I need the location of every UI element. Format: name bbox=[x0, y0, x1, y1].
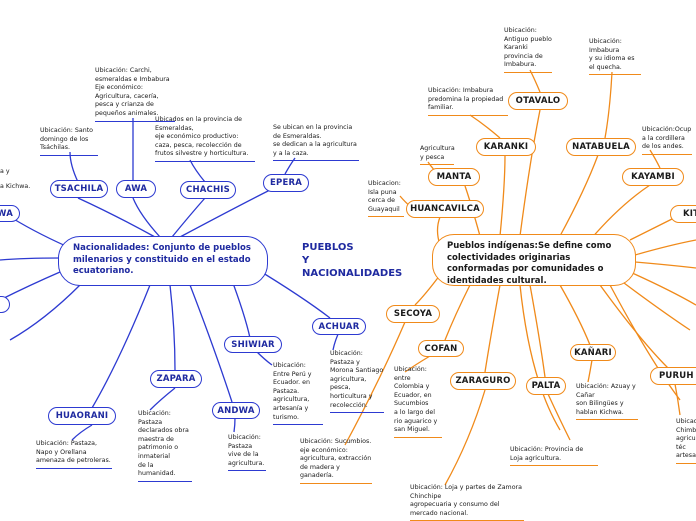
connector-right-4 bbox=[619, 279, 691, 331]
note-secoya: Ubicación: Sucumbios. eje económico: agr… bbox=[300, 438, 372, 484]
connector-karanki bbox=[499, 154, 506, 237]
connector-epera bbox=[179, 189, 271, 238]
note-link-secoya bbox=[344, 321, 406, 446]
note-karanki: Ubicación: Imbabura predomina la propied… bbox=[428, 87, 508, 116]
node-kichwa-partial[interactable]: HWA bbox=[0, 205, 20, 222]
node-awa[interactable]: AWA bbox=[116, 180, 156, 198]
note-puruha: Ubicación: Chimb agricultura y téc artes… bbox=[676, 418, 696, 464]
note-link-zaraguro bbox=[444, 389, 486, 486]
connector-kayambi bbox=[589, 184, 651, 241]
note-link-karanki bbox=[469, 114, 501, 139]
note-kayambi: Ubicación:Ocup a la cordillera de los an… bbox=[642, 126, 692, 155]
note-epera: Se ubican en la provincia de Esmeraldas.… bbox=[273, 124, 359, 162]
central-topic[interactable]: PUEBLOS Y NACIONALIDADES bbox=[302, 242, 403, 279]
note-andwa: Ubicación: Pastaza vive de la agricultur… bbox=[228, 434, 266, 472]
connector-left-2 bbox=[0, 271, 61, 301]
pueblos-topic[interactable]: Pueblos indígenas:Se define como colecti… bbox=[432, 234, 636, 286]
node-tsachila[interactable]: TSACHILA bbox=[50, 180, 108, 198]
connector-bottom-1 bbox=[519, 284, 561, 431]
node-secoya[interactable]: SECOYA bbox=[386, 305, 440, 323]
note-kichwa-partial-2: a Kichwa. bbox=[0, 183, 31, 190]
note-link-natabuela bbox=[604, 71, 613, 139]
note-link-palta bbox=[547, 393, 571, 441]
note-link-cofan bbox=[404, 355, 431, 373]
note-link-puruha bbox=[674, 383, 681, 416]
node-andwa[interactable]: ANDWA bbox=[212, 402, 260, 419]
node-shiwiar[interactable]: SHIWIAR bbox=[224, 336, 282, 353]
note-kanari: Ubicación: Azuay y Cañar son Bilingües y… bbox=[576, 383, 638, 421]
note-kichwa-partial-1: a y bbox=[0, 168, 10, 175]
connector-bottom-2 bbox=[609, 284, 681, 401]
node-huaorani[interactable]: HUAORANI bbox=[48, 407, 116, 425]
note-zaraguro: Ubicación: Loja y partes de Zamora Chinc… bbox=[410, 484, 524, 521]
connector-otavalo bbox=[519, 109, 541, 237]
note-natabuela: Ubicación: Imbabura y su idioma es el qu… bbox=[589, 38, 641, 76]
note-link-otavalo bbox=[529, 69, 541, 93]
connector-awa bbox=[132, 197, 161, 238]
note-link-kanari bbox=[587, 359, 593, 383]
connector-secoya bbox=[414, 274, 441, 306]
connector-palta bbox=[529, 284, 546, 378]
connector-zapara bbox=[169, 284, 176, 371]
node-palta[interactable]: PALTA bbox=[526, 377, 566, 395]
connector-huaorani bbox=[91, 284, 151, 409]
note-link-epera bbox=[284, 157, 296, 175]
connector-right-3 bbox=[629, 271, 696, 306]
note-huaorani: Ubicación: Pastaza, Napo y Orellana amen… bbox=[36, 440, 112, 469]
note-achuar: Ubicación: Pastaza y Morona Santiago agr… bbox=[330, 350, 384, 414]
note-link-huaorani bbox=[71, 424, 93, 441]
note-tsachila: Ubicación: Santo domingo de los Tsáchila… bbox=[40, 127, 98, 156]
connector-chachis bbox=[171, 197, 206, 238]
note-manta: Agricultura y pesca bbox=[420, 145, 455, 166]
node-chachis[interactable]: CHACHIS bbox=[180, 181, 236, 199]
note-link-andwa bbox=[233, 417, 236, 433]
connector-natabuela bbox=[559, 154, 599, 237]
node-huancavilca[interactable]: HUANCAVILCA bbox=[406, 200, 484, 218]
node-otavalo[interactable]: OTAVALO bbox=[508, 92, 568, 110]
connector-tsachila bbox=[77, 197, 156, 238]
node-epera[interactable]: EPERA bbox=[263, 174, 309, 192]
node-natabuela[interactable]: NATABUELA bbox=[566, 138, 636, 156]
connector-left-3 bbox=[9, 284, 81, 341]
nacionalidades-topic[interactable]: Nacionalidades: Conjunto de pueblos mile… bbox=[58, 236, 268, 286]
connector-right-1 bbox=[634, 239, 696, 256]
node-cofan[interactable]: COFAN bbox=[418, 340, 464, 357]
note-link-kayambi bbox=[649, 149, 661, 169]
connector-kanari bbox=[559, 284, 591, 346]
note-link-zapara bbox=[149, 387, 176, 411]
node-manta[interactable]: MANTA bbox=[428, 168, 480, 186]
connector-cofan bbox=[444, 284, 471, 341]
node-karanki[interactable]: KARANKI bbox=[476, 138, 536, 156]
note-palta: Ubicación: Provincia de Loja agricultura… bbox=[510, 446, 598, 467]
node-achuar[interactable]: ACHUAR bbox=[312, 318, 366, 335]
note-zapara: Ubicación: Pastaza declarados obra maest… bbox=[138, 410, 192, 482]
node-zaraguro[interactable]: ZARAGURO bbox=[450, 372, 516, 390]
node-zapara[interactable]: ZAPARA bbox=[150, 370, 202, 388]
note-cofan: Ubicación: entre Colombia y Ecuador, en … bbox=[394, 366, 442, 438]
note-link-chachis bbox=[189, 159, 206, 183]
connector-right-2 bbox=[634, 261, 696, 269]
note-huancavilca: Ubicacion: Isla puna cerca de Guayaquil bbox=[368, 180, 404, 218]
node-kitu-partial[interactable]: KIT bbox=[670, 205, 696, 223]
connector-zaraguro bbox=[484, 284, 501, 373]
note-link-tsachila bbox=[69, 151, 79, 183]
node-kayambi[interactable]: KAYAMBI bbox=[622, 168, 684, 186]
note-chachis: Ubicados en la provincia de Esmeraldas, … bbox=[155, 116, 255, 162]
node-kanari[interactable]: KAÑARI bbox=[570, 344, 616, 361]
node-puruha-partial[interactable]: PURUH bbox=[650, 367, 696, 385]
note-awa: Ubicación: Carchi, esmeraldas e Imbabura… bbox=[95, 67, 175, 122]
connector-andwa bbox=[189, 284, 233, 403]
connector-left-1 bbox=[0, 257, 61, 261]
note-otavalo: Ubicación: Antiguo pueblo Karanki provin… bbox=[504, 27, 552, 73]
note-shiwiar: Ubicación: Entre Perú y Ecuador. en Past… bbox=[273, 362, 323, 426]
